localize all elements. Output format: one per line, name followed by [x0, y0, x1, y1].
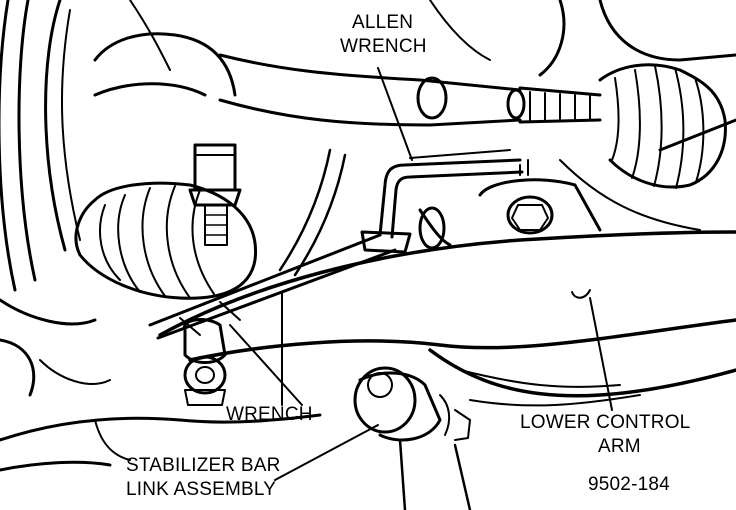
- body-frame: [93, 0, 736, 231]
- cv-boot-left: [74, 181, 258, 300]
- splined-shaft: [529, 91, 591, 121]
- cv-boot-right: [598, 63, 727, 189]
- leader-stabilizer-link: [274, 424, 379, 481]
- label-wrench: WRENCH: [226, 404, 313, 425]
- wheel-hub: [0, 0, 111, 397]
- ball-joint-nut: [188, 143, 242, 246]
- callouts: ALLEN WRENCH WRENCH LOWER CONTROL ARM ST…: [126, 12, 690, 500]
- lower-control-arm: [158, 230, 736, 407]
- stabilizer-link-bushing: [353, 366, 472, 510]
- label-stabilizer-1: STABILIZER BAR: [126, 455, 281, 476]
- leader-lower-control-arm: [589, 297, 613, 411]
- arm-mount-bracket: [418, 159, 602, 250]
- leader-allen-wrench: [377, 67, 413, 161]
- label-lower-control-arm-2: ARM: [598, 436, 641, 457]
- figure-number: 9502-184: [588, 474, 670, 495]
- allen-wrench: [378, 149, 524, 239]
- stabilizer-link-lower: [182, 318, 227, 406]
- label-lower-control-arm-1: LOWER CONTROL: [520, 412, 690, 433]
- drive-shaft: [218, 53, 727, 189]
- open-end-wrench: [148, 230, 412, 340]
- label-stabilizer-2: LINK ASSEMBLY: [126, 479, 276, 500]
- leader-wrench-2: [229, 324, 303, 406]
- label-allen-wrench-1: ALLEN: [352, 12, 413, 33]
- label-allen-wrench-2: WRENCH: [340, 36, 427, 57]
- leader-lines: [229, 67, 613, 481]
- lower-frame: [0, 413, 322, 472]
